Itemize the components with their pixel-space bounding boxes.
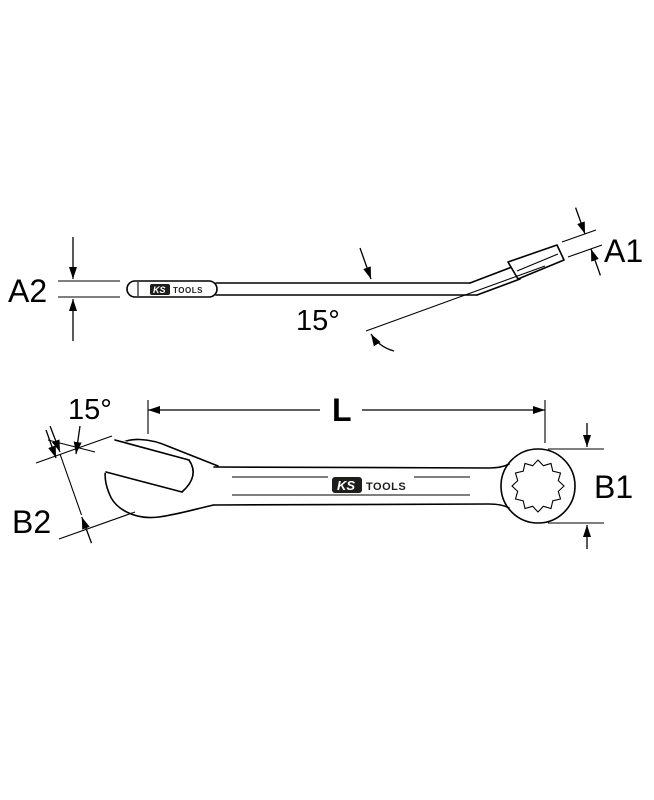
a1-extension-line-bottom	[567, 244, 603, 258]
ks-logo-text: KS	[153, 285, 166, 295]
tools-logo-text: TOOLS	[173, 286, 203, 295]
plan-angle-label: 15°	[68, 394, 112, 426]
head-axis-extension-line	[365, 265, 546, 332]
neck-top-line	[469, 266, 513, 284]
open-end-tip-side	[126, 280, 218, 298]
brand-logo-plan: KS TOOLS	[332, 477, 406, 493]
plan-view: KS TOOLS L B1 15°	[12, 392, 633, 549]
a1-arrow-down	[574, 207, 586, 235]
b2-dimension-line	[59, 453, 83, 516]
a2-label: A2	[8, 273, 47, 309]
jaw-top-flat	[114, 439, 190, 461]
ring-head-inner-line	[516, 253, 559, 272]
b2-extension-line-bottom	[58, 511, 136, 540]
jaw-mouth-opening	[35, 419, 192, 494]
angle-pointer-arrow	[359, 247, 372, 280]
shaft-body	[214, 467, 514, 505]
b2-label: B2	[12, 504, 51, 540]
shaft-top-edge	[213, 463, 510, 469]
plan-angle-arrow-1	[45, 429, 57, 459]
ring-end-outer	[500, 448, 576, 524]
side-view-wrench: KS TOOLS	[126, 244, 565, 298]
dim-length: L	[147, 392, 546, 443]
ks-logo-box	[150, 284, 170, 295]
plan-angle-annotation: 15°	[45, 394, 112, 459]
b1-label: B1	[594, 469, 633, 505]
ring-12-point-profile	[511, 459, 565, 513]
plan-angle-arrow-2	[73, 425, 82, 455]
dim-a1: A1	[561, 207, 643, 276]
neck-bottom-line	[476, 278, 521, 296]
ks-logo-text: KS	[337, 478, 355, 493]
a1-extension-line-top	[561, 229, 597, 243]
shaft-bottom-edge	[213, 503, 510, 509]
dim-b1: B1	[548, 423, 633, 549]
jaw-bottom-flat	[105, 471, 183, 493]
a1-label: A1	[604, 233, 643, 269]
jaw-throat-arc	[181, 459, 194, 493]
side-angle-annotation: 15°	[296, 247, 546, 352]
dim-a2: A2	[8, 237, 120, 341]
tools-logo-text: TOOLS	[366, 481, 406, 493]
l-label: L	[332, 392, 352, 428]
b2-arrow-down	[49, 425, 61, 453]
ring-head-side	[507, 244, 565, 280]
b2-arrow-up	[81, 516, 93, 544]
side-angle-label: 15°	[296, 305, 340, 337]
ks-logo-box	[332, 477, 362, 493]
side-view: KS TOOLS A2 A1 15°	[8, 207, 643, 352]
angle-arc-arrow	[370, 333, 395, 352]
a1-arrow-up	[590, 248, 602, 276]
b2-extension-line-top	[35, 435, 113, 464]
plan-view-wrench: KS TOOLS	[35, 419, 576, 524]
brand-logo-side: KS TOOLS	[150, 284, 203, 295]
dim-b2: B2	[12, 425, 136, 544]
